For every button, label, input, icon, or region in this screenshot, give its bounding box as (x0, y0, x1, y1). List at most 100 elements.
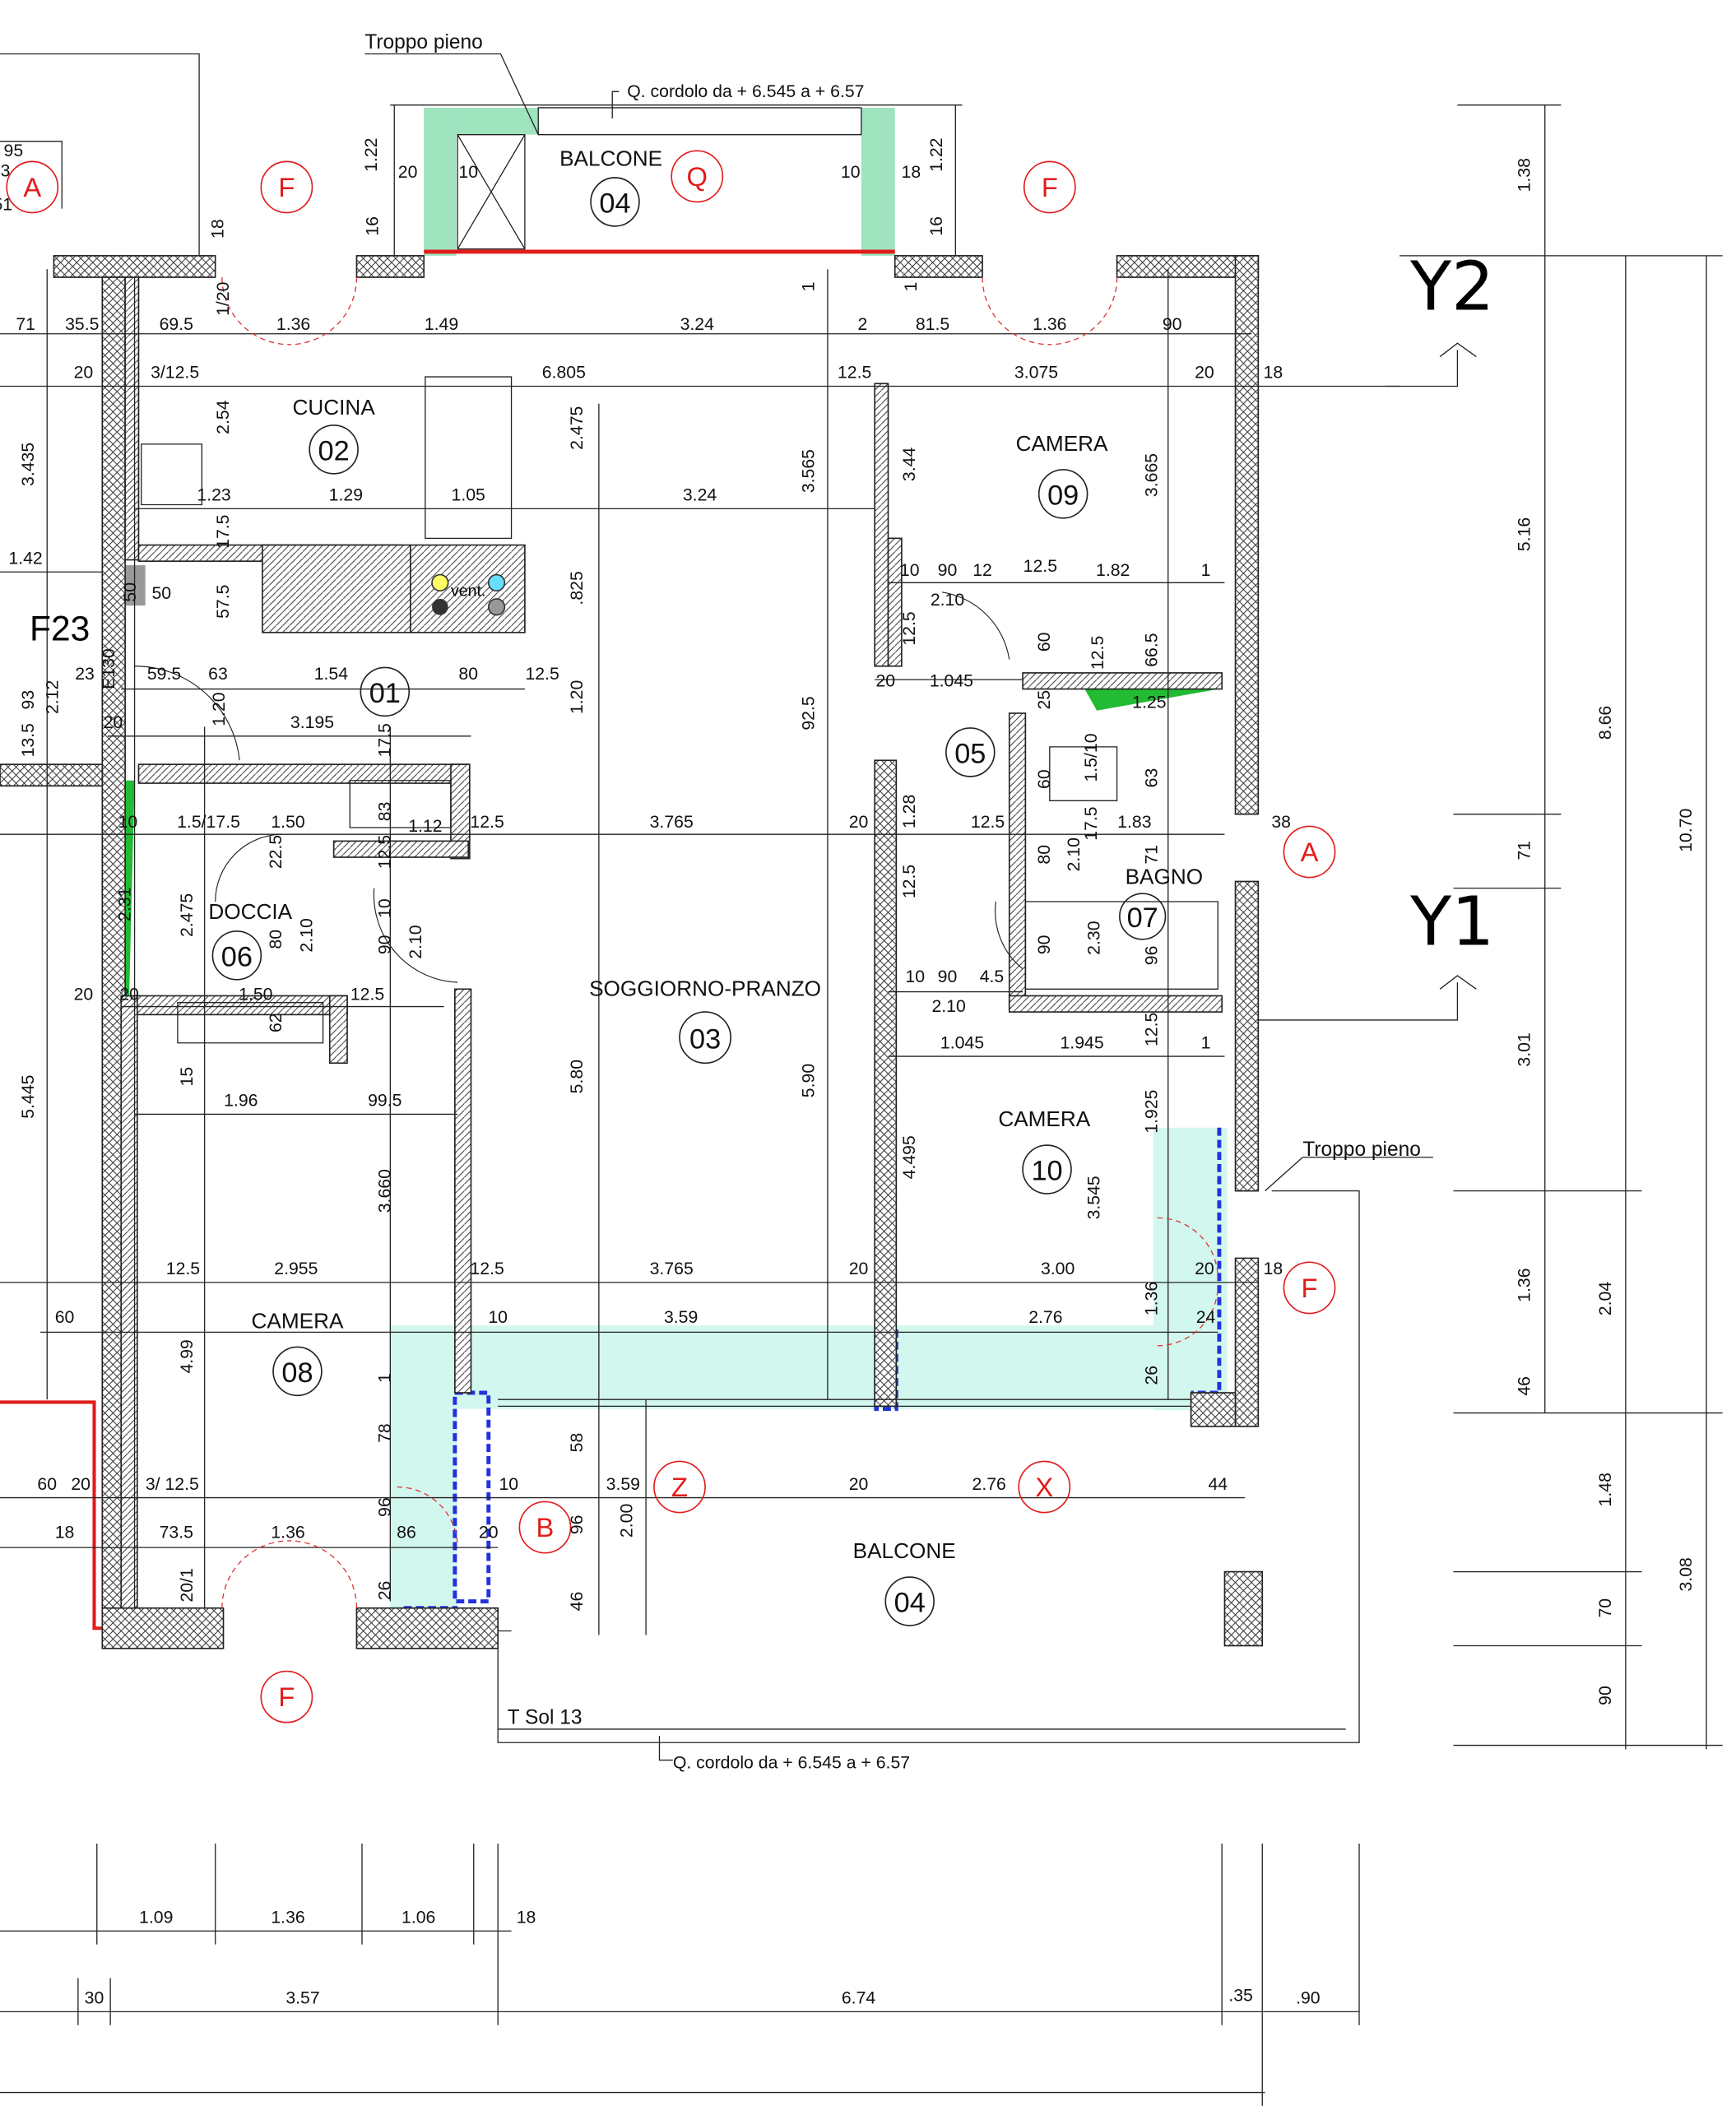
dimension-label: .825 (567, 571, 587, 605)
walls (0, 255, 1264, 1649)
dimension-label: 3/ 12.5 (146, 1474, 199, 1494)
dimension-label: 20 (71, 1474, 91, 1494)
dimension-label: 71 (1142, 845, 1162, 865)
room-camera-08: CAMERA 08 (252, 1308, 344, 1397)
room-number: 09 (1047, 480, 1079, 511)
door-arcs (134, 591, 1023, 983)
note-cordolo: Q. cordolo da + 6.545 a + 6.57 (627, 81, 864, 101)
dimension-label: 1.045 (940, 1032, 984, 1052)
dimension-label: 1.25 (1132, 692, 1166, 712)
dimension-label: 3.435 (18, 443, 38, 486)
room-number: 03 (689, 1023, 721, 1055)
dimension-label: 18 (208, 219, 228, 239)
marker-label: F (1042, 172, 1058, 202)
label-f23: F23 (30, 610, 90, 649)
dimension-label: 1.36 (271, 1907, 304, 1927)
marker-label: Z (671, 1472, 688, 1502)
dimension-label: 3.00 (1041, 1259, 1075, 1278)
dimension-label: 1.22 (361, 138, 381, 172)
dimension-label: 73.5 (160, 1523, 193, 1542)
dimension-label: 1 (799, 282, 819, 292)
dimension-label: 12.5 (1088, 636, 1107, 670)
dimension-label: 15 (177, 1067, 197, 1087)
dimension-label: 99.5 (368, 1091, 402, 1111)
dimension-label: 80 (1034, 845, 1054, 865)
dimension-label: 16 (926, 216, 946, 236)
dimension-label: 20 (849, 1474, 869, 1494)
room-name: CUCINA (293, 395, 376, 420)
dimension-label: 57.5 (213, 585, 233, 619)
dimension-label: 2.10 (931, 590, 964, 610)
dimension-label: 5.80 (567, 1060, 587, 1093)
dimension-label: 22.5 (266, 835, 285, 869)
dimension-label: 16 (363, 216, 383, 236)
dimension-label: 12.5 (525, 664, 559, 684)
dimension-label: 70 (1595, 1598, 1615, 1618)
dimension-label: 4.99 (177, 1339, 197, 1373)
dimension-label: 20 (74, 363, 94, 383)
room-number: 01 (369, 678, 401, 709)
dimension-label: 2.10 (931, 996, 965, 1016)
dimension-label: 20/1 (177, 1568, 197, 1602)
room-disimpegno: 05 (945, 727, 996, 777)
note-vent: vent. (451, 582, 486, 601)
dimension-label: 18 (517, 1907, 536, 1927)
dimension-label: 1.28 (899, 795, 919, 828)
marker-label: B (536, 1512, 555, 1542)
dimension-label: 6.74 (842, 1988, 876, 2008)
dimension-label: 3.765 (650, 1259, 694, 1278)
room-doccia: DOCCIA 06 (208, 899, 293, 981)
room-number: 06 (221, 942, 253, 973)
dimension-label: 60 (1034, 632, 1054, 652)
note-troppo-pieno: Troppo pieno (1302, 1139, 1421, 1161)
dimension-label: 1/20 (213, 282, 233, 316)
dimension-label: 10 (458, 162, 478, 182)
dimension-label: 3.075 (1014, 363, 1058, 383)
dimension-label: 4.495 (899, 1135, 919, 1179)
dimension-label: 3.545 (1084, 1176, 1103, 1219)
dimension-label: 2.10 (406, 925, 425, 958)
room-camera-09: CAMERA 09 (1016, 431, 1108, 519)
dimension-label: 1.36 (276, 314, 310, 334)
dimension-label: 3 (1, 160, 11, 180)
dimension-label: 12.5 (899, 611, 919, 645)
marker-label: F (1302, 1273, 1318, 1303)
dimension-label: 1.36 (1033, 314, 1066, 334)
dimension-label: 95 (4, 141, 24, 160)
dimension-label: 20 (849, 1259, 869, 1278)
room-number: 07 (1127, 902, 1158, 934)
section-marker-a: A (6, 160, 59, 214)
dimension-label: 1 (1201, 560, 1211, 580)
dimension-label: 26 (1142, 1366, 1162, 1385)
dimension-label: 59.5 (147, 664, 181, 684)
dimension-label: 2.00 (617, 1504, 637, 1538)
room-soggiorno: SOGGIORNO-PRANZO 03 (589, 976, 821, 1065)
dimension-label: 81.5 (916, 314, 949, 334)
dimension-label: 3.665 (1142, 453, 1162, 497)
dimension-label: 1.83 (1117, 812, 1151, 832)
room-name: BALCONE (559, 146, 662, 170)
dimension-label: 18 (55, 1523, 75, 1542)
dimension-label: 12.5 (899, 865, 919, 898)
dimension-label: 1.09 (139, 1907, 173, 1927)
dimension-label: 1.42 (8, 548, 42, 568)
dimension-label: 71 (16, 314, 35, 334)
dimension-label: 35.5 (65, 314, 99, 334)
room-ingresso: 01 (360, 666, 411, 717)
marker-label: F (278, 1682, 295, 1712)
dimension-label: 60 (55, 1307, 75, 1327)
dimension-label: 96 (567, 1515, 587, 1534)
dimension-label: 90 (1034, 935, 1054, 955)
section-marker-f: F (1283, 1261, 1336, 1315)
dimension-label: E130 (99, 648, 118, 689)
dimension-label: 30 (85, 1988, 104, 2008)
dimension-label: 1.20 (209, 692, 229, 726)
dimension-label: 96 (1142, 946, 1162, 966)
dimension-label: 5.90 (799, 1064, 819, 1097)
dimension-label: 1.20 (567, 680, 587, 714)
dimension-label: 50 (151, 583, 171, 603)
dimension-label: 2.76 (1028, 1307, 1062, 1327)
dimension-label: 8.66 (1595, 706, 1615, 740)
dimension-label: 20 (119, 984, 139, 1004)
dimension-label: 12.5 (166, 1259, 200, 1278)
